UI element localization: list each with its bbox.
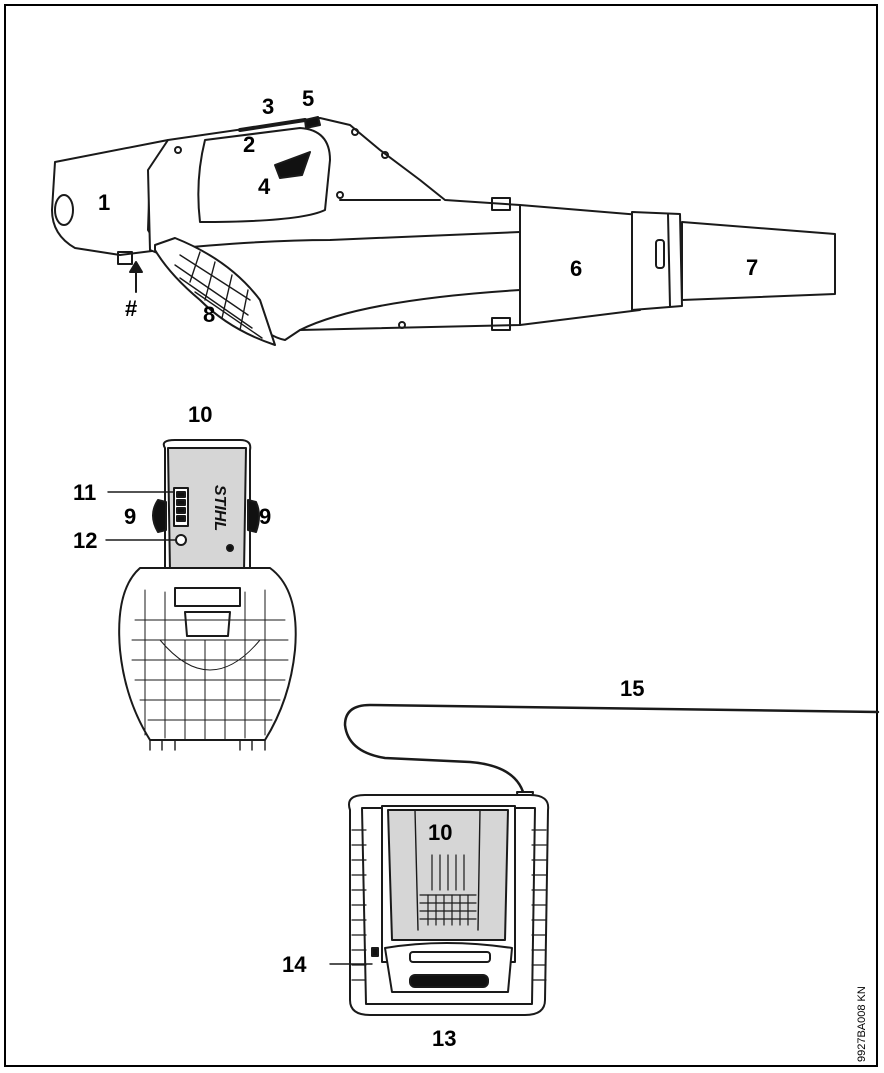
- charger-view: [329, 703, 880, 1016]
- handle-opening: [197, 127, 331, 223]
- screw: [174, 146, 182, 154]
- tube-clip-bottom: [491, 317, 511, 331]
- screw: [398, 321, 406, 329]
- battery-release-slot: [54, 194, 74, 226]
- charger-badge: [409, 974, 489, 988]
- air-intake-grille: [154, 237, 276, 346]
- label-11: 11: [73, 480, 97, 505]
- brand-logo-text: STIHL: [211, 485, 228, 531]
- charger-led: [371, 947, 379, 957]
- blower-nozzle: [681, 221, 836, 301]
- right-grip: [247, 499, 260, 533]
- screw: [336, 191, 344, 199]
- label-6: 6: [570, 256, 583, 281]
- label-14: 14: [282, 952, 307, 977]
- label-5: 5: [302, 86, 315, 111]
- tube-clip-top: [491, 197, 511, 211]
- label-13: 13: [432, 1026, 457, 1051]
- label-7: 7: [746, 255, 759, 280]
- switch-trigger: [274, 151, 311, 179]
- battery-contacts: [419, 854, 477, 926]
- label-2: 2: [243, 132, 256, 157]
- body-contour-lower: [299, 289, 521, 331]
- battery-latch: [117, 251, 133, 265]
- label-15: 15: [620, 676, 645, 701]
- label-4: 4: [258, 174, 271, 199]
- blower-side-view: [51, 116, 836, 346]
- screw: [381, 151, 389, 159]
- label-10-rear: 10: [188, 402, 213, 427]
- label-9-left: 9: [124, 504, 137, 529]
- label-10-charger: 10: [428, 820, 453, 845]
- control-slider: [304, 116, 321, 129]
- label-hash: #: [125, 296, 138, 321]
- label-12: 12: [73, 528, 98, 553]
- label-1: 1: [98, 190, 111, 215]
- label-9-right: 9: [259, 504, 272, 529]
- document-code: 9927BA008 KN: [856, 986, 868, 1062]
- lock-lever: [238, 118, 307, 132]
- screw: [351, 128, 359, 136]
- label-3: 3: [262, 94, 275, 119]
- power-cable: [343, 703, 880, 802]
- left-grip: [152, 499, 167, 533]
- label-8: 8: [203, 302, 216, 327]
- rear-intake-mesh: [131, 589, 289, 741]
- charge-check-button: [175, 534, 187, 546]
- blower-rear-view: [105, 439, 297, 751]
- charger-ribs: [351, 829, 547, 981]
